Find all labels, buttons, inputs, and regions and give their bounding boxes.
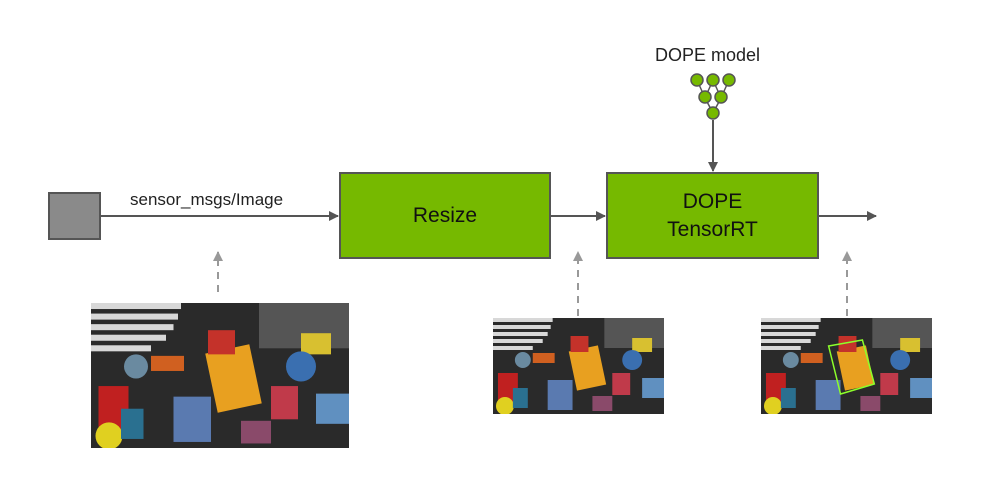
edge-label: sensor_msgs/Image: [130, 190, 284, 209]
neural-network-icon: [690, 73, 736, 120]
resized-image: [493, 318, 664, 414]
dope-tensorrt-node: DOPE TensorRT: [606, 172, 819, 259]
model-label: DOPE model: [655, 45, 761, 65]
detection-bounding-box: [827, 339, 876, 395]
resize-label: Resize: [412, 203, 478, 227]
dope-label-line1: DOPE: [682, 189, 743, 213]
source-node: [48, 192, 101, 240]
dope-label-line2: TensorRT: [667, 217, 758, 241]
input-image: [91, 303, 349, 448]
detection-output-image: [761, 318, 932, 414]
resize-node: Resize: [339, 172, 551, 259]
